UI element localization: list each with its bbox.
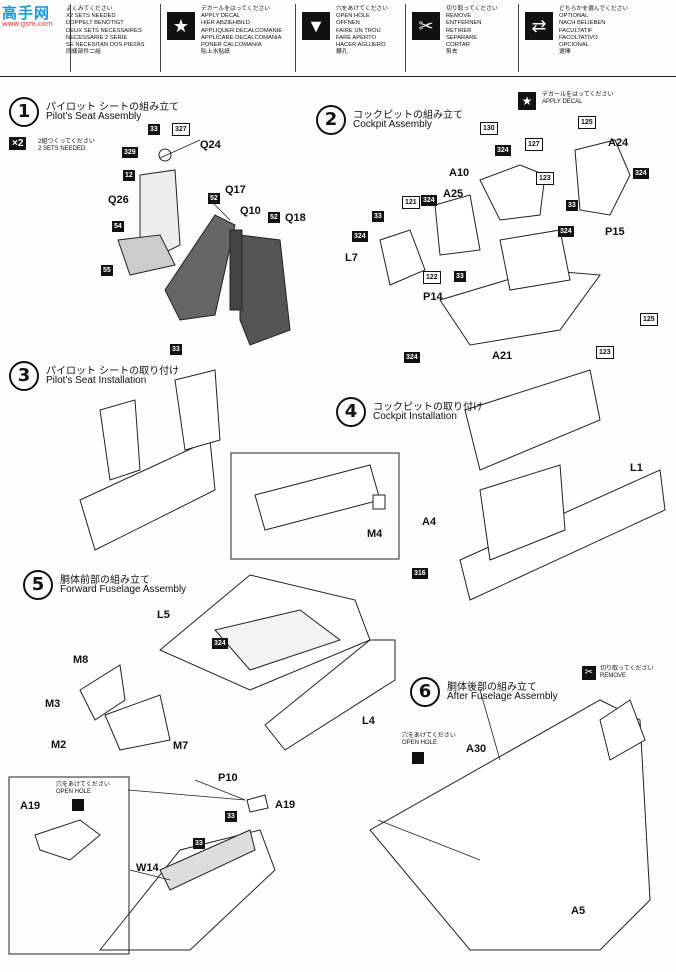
part-number: 123: [596, 346, 614, 359]
part-label: L7: [345, 252, 358, 264]
step-title-jp-2: コックピットの組み立て: [353, 110, 463, 121]
part-label: W14: [136, 862, 159, 874]
step-title-en-6: After Fuselage Assembly: [447, 691, 558, 702]
part-number: 12: [123, 170, 135, 181]
part-label: A19: [20, 800, 41, 812]
part-number: 33: [225, 811, 237, 822]
part-number: 33: [454, 271, 466, 282]
part-label: L1: [630, 462, 643, 474]
arrows-icon: ⇄: [525, 12, 553, 40]
part-label: P14: [423, 291, 443, 303]
part-number: 125: [640, 313, 658, 326]
part-number: 52: [268, 212, 280, 223]
step-number-6: 6: [410, 677, 440, 707]
part-number: 329: [122, 147, 138, 158]
step-number-2: 2: [316, 105, 346, 135]
part-label: M3: [45, 698, 61, 710]
part-label: A10: [449, 167, 470, 179]
step-title-en-4: Cockpit Installation: [373, 411, 457, 422]
step-title-jp-5: 胴体前部の組み立て: [60, 575, 150, 586]
part-number: 324: [633, 168, 649, 179]
part-label: A5: [571, 905, 586, 917]
legend-item-optional: ⇄ どちらかを選んでください OPTIONAL NACH BELIEBEN FA…: [518, 4, 674, 72]
part-number: 324: [352, 231, 368, 242]
step-title-jp-1: パイロット シートの組み立て: [46, 102, 180, 113]
part-label: Q17: [225, 184, 246, 196]
step-title-jp-4: コックピットの取り付け: [373, 402, 483, 413]
part-number: 316: [412, 568, 428, 579]
part-label: P10: [218, 772, 238, 784]
part-label: A30: [466, 743, 487, 755]
part-label: L4: [362, 715, 375, 727]
drill-icon: ▼: [302, 12, 330, 40]
drill-icon: [412, 752, 424, 764]
legend-item-decal: ★ デカールをはってください APPLY DECAL HIER ABZIEHBI…: [160, 4, 291, 72]
part-number: 52: [208, 193, 220, 204]
part-number: 327: [172, 123, 190, 136]
x2-note: 2組つくってください 2 SETS NEEDED: [38, 139, 95, 152]
drill-icon: [72, 799, 84, 811]
step-number-4: 4: [336, 397, 366, 427]
step-number-3: 3: [9, 361, 39, 391]
part-label: P15: [605, 226, 625, 238]
symbol-legend: 高手网 www.gsm.com ★ デカールをはってください APPLY DEC…: [0, 0, 676, 77]
part-label: A4: [422, 516, 437, 528]
step-title-jp-6: 胴体後部の組み立て: [447, 682, 537, 693]
part-number: 122: [423, 271, 441, 284]
step-title-jp-3: パイロット シートの取り付け: [46, 366, 180, 377]
step-number-1: 1: [9, 97, 39, 127]
part-number: 125: [578, 116, 596, 129]
part-number: 324: [558, 226, 574, 237]
part-number: 33: [372, 211, 384, 222]
part-number: 121: [402, 196, 420, 209]
part-label: A25: [443, 188, 464, 200]
star-icon: ★: [167, 12, 195, 40]
cut-icon: ✂: [412, 12, 440, 40]
part-label: M2: [51, 739, 67, 751]
legend-divider: [70, 4, 71, 72]
step-number-5: 5: [23, 570, 53, 600]
legend-item-hole: ▼ 穴をあけてください OPEN HOLE OFFNEN FAIRE UN TR…: [295, 4, 416, 72]
part-number: 324: [495, 145, 511, 156]
part-label: Q24: [200, 139, 221, 151]
part-label: M8: [73, 654, 89, 666]
remove-note: 切り取ってください REMOVE: [600, 666, 654, 679]
part-label: M7: [173, 740, 189, 752]
step-title-en-3: Pilot's Seat Installation: [46, 375, 147, 386]
part-label: Q18: [285, 212, 306, 224]
part-number: 324: [404, 352, 420, 363]
part-number: 127: [525, 138, 543, 151]
part-label: Q10: [240, 205, 261, 217]
legend-item-remove: ✂ 切り取ってください REMOVE ENTFERNEN RETIRER SEP…: [405, 4, 521, 72]
watermark: 高手网 www.gsm.com: [2, 4, 53, 28]
part-label: M4: [367, 528, 383, 540]
x2-badge: ×2: [9, 137, 27, 150]
open-hole-note: 穴をあけてください OPEN HOLE: [402, 733, 456, 746]
part-number: 33: [566, 200, 578, 211]
part-number: 324: [212, 638, 228, 649]
part-number: 324: [421, 195, 437, 206]
part-number: 123: [536, 172, 554, 185]
part-number: 33: [148, 124, 160, 135]
part-number: 130: [480, 122, 498, 135]
part-number: 55: [101, 265, 113, 276]
part-number: 33: [193, 838, 205, 849]
decal-note: デカールをはってください APPLY DECAL: [542, 92, 614, 105]
part-label: Q26: [108, 194, 129, 206]
part-label: A21: [492, 350, 513, 362]
part-label: A19: [275, 799, 296, 811]
step-title-en-2: Cockpit Assembly: [353, 119, 432, 130]
cut-icon: ✂: [582, 666, 596, 680]
part-label: L5: [157, 609, 170, 621]
open-hole-note: 穴をあけてください OPEN HOLE: [56, 782, 110, 795]
step-title-en-5: Forward Fuselage Assembly: [60, 584, 187, 595]
part-label: A24: [608, 137, 629, 149]
star-icon: ★: [518, 92, 536, 110]
part-number: 54: [112, 221, 124, 232]
step-title-en-1: Pilot's Seat Assembly: [46, 111, 142, 122]
part-number: 33: [170, 344, 182, 355]
